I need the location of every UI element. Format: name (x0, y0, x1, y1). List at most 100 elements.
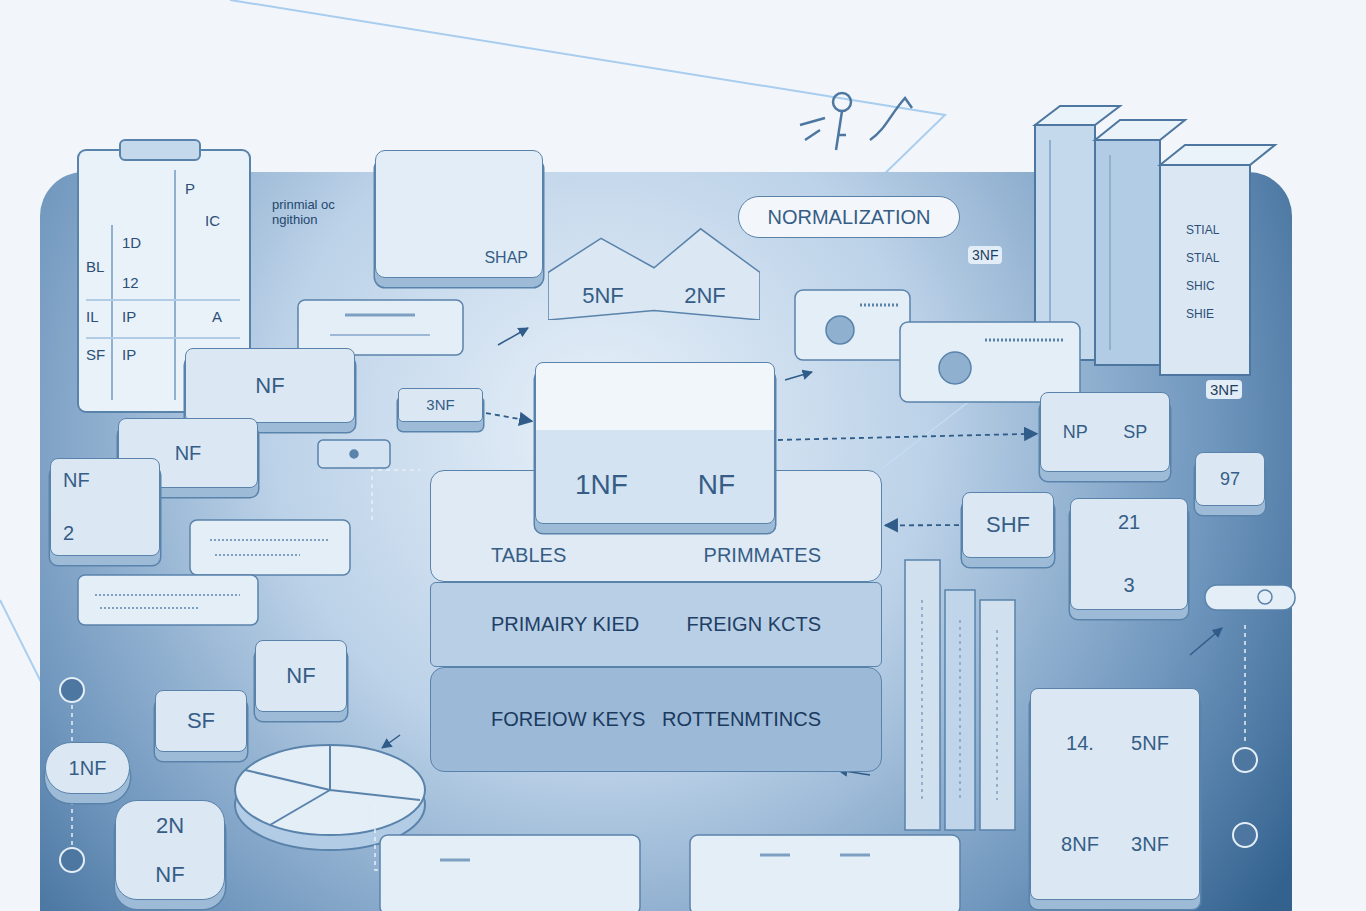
text-label: 3NF (968, 246, 1002, 264)
data-card (795, 290, 910, 360)
node-label: 21 (1118, 511, 1140, 534)
key-icon (833, 93, 851, 111)
text-label: 1D (122, 234, 141, 251)
node-label: 3NF (426, 396, 454, 413)
node-label: ROTTENMTINCS (662, 708, 821, 731)
text-label: 3NF (1206, 380, 1242, 399)
pointer-arrow (1190, 628, 1222, 655)
data-card (318, 440, 390, 468)
node-label: 5NF (1131, 732, 1169, 755)
column-bars (922, 600, 997, 800)
text-label: A (212, 308, 222, 325)
node-label: FOREIOW KEYS (491, 708, 645, 731)
key-icon (800, 118, 825, 140)
data-card (826, 316, 854, 344)
pointer-arrow (785, 372, 812, 380)
nf-cube: 14.5NF8NF3NF (1030, 688, 1200, 900)
connector-arrow (885, 524, 959, 526)
nf-block: NF (255, 640, 347, 712)
text-label: 12 (122, 274, 139, 291)
node-label: SF (187, 708, 215, 733)
title-pill: NORMALIZATION (738, 196, 960, 238)
text-label: STIAL (1186, 252, 1219, 266)
data-card (939, 352, 971, 384)
column-bars (905, 560, 1015, 830)
round-icon (60, 848, 84, 872)
node-label: 3NF (1131, 833, 1169, 856)
leader-line (1244, 625, 1246, 745)
pointer-arrow (498, 328, 528, 345)
data-card (345, 314, 415, 317)
nf-block: NF (185, 348, 355, 423)
book-stack (1095, 120, 1185, 140)
np-block: NPSP (1040, 392, 1170, 472)
node-label: NF (175, 442, 202, 465)
text-label: IP (122, 308, 136, 325)
round-icon (60, 678, 84, 702)
clipboard (120, 140, 200, 160)
sf-block: SF (155, 690, 247, 752)
node-label: NF (698, 469, 735, 501)
data-card (190, 520, 350, 575)
bottom-card (380, 835, 640, 911)
number-block: 97 (1195, 452, 1265, 506)
data-card (985, 339, 1065, 342)
node-label: PRIMMATES (704, 544, 821, 567)
column-bars (945, 590, 975, 830)
node-label: NP (1063, 422, 1088, 443)
node-label: PRIMAIRY KIED (491, 613, 639, 636)
text-label: prinmial oc ngithion (272, 198, 372, 228)
node-label: NF (63, 469, 90, 492)
nf-cube: 1NF NF (535, 362, 775, 524)
node-label: 2N (156, 813, 184, 838)
text-label: SF (86, 346, 105, 363)
node-label: NF (286, 663, 315, 688)
node-label: SHF (986, 512, 1030, 537)
leader-line (375, 805, 380, 870)
node-label: NORMALIZATION (768, 206, 931, 229)
peak-outline (548, 225, 760, 320)
clipboard (112, 170, 175, 400)
toggle-icon (1205, 585, 1295, 610)
leader-line (372, 470, 420, 520)
clipboard (86, 300, 240, 338)
node-label: 5NF (582, 283, 624, 308)
nf-cylinder: 2N NF (115, 800, 225, 900)
shf-block: SHF (962, 492, 1054, 558)
node-label: 1NF (575, 469, 628, 501)
node-label: 3 (1123, 574, 1134, 597)
pointer-arrow (382, 735, 400, 748)
nf-block: NF 2 (50, 458, 160, 556)
node-label: 97 (1220, 469, 1240, 490)
book-stack (1050, 140, 1110, 350)
text-label: IL (86, 308, 99, 325)
book-stack (1160, 165, 1250, 375)
data-card (330, 334, 430, 336)
node-label: 2 (63, 522, 74, 545)
data-card (298, 300, 463, 355)
node-label: NF (155, 862, 184, 887)
nf-cylinder: 1NF (45, 742, 130, 794)
text-label: P (185, 180, 195, 197)
data-card (900, 322, 1080, 402)
data-card (210, 540, 330, 555)
node-label: 14. (1066, 732, 1094, 755)
bottom-card (440, 855, 870, 860)
node-label: 1NF (69, 757, 107, 780)
connector-arrow (778, 434, 1037, 440)
peak-outline (548, 229, 760, 320)
key-icon (836, 111, 846, 150)
stack-layer: PRIMAIRY KIED FREIGN KCTS (430, 582, 882, 667)
node-label: FREIGN KCTS (687, 613, 821, 636)
text-label: STIAL (1186, 224, 1219, 238)
tray-box: SHAP (375, 150, 543, 278)
round-icon (1233, 748, 1257, 772)
text-label: IC (205, 212, 220, 229)
data-card (860, 304, 900, 307)
book-stack (1095, 140, 1160, 365)
node-label: 2NF (684, 283, 726, 308)
text-label: BL (86, 258, 104, 275)
bottom-card (690, 835, 960, 911)
